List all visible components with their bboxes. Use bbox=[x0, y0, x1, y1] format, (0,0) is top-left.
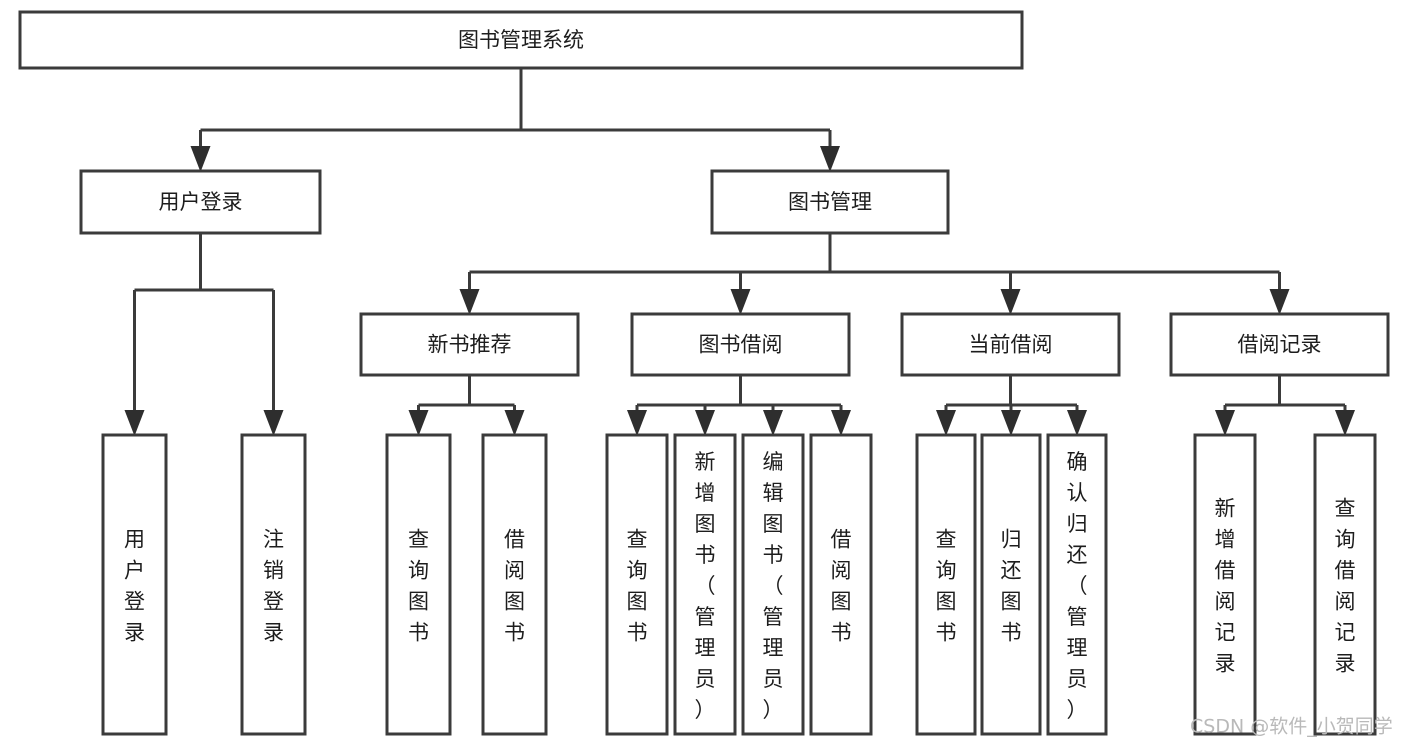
node-leaf-user-logout[interactable]: 注销登录 bbox=[240, 433, 307, 736]
node-box[interactable] bbox=[1169, 312, 1390, 377]
node-box[interactable] bbox=[605, 433, 669, 736]
node-label: 查询图书 bbox=[627, 528, 648, 645]
node-box[interactable] bbox=[18, 10, 1024, 70]
node-label: 当前借阅 bbox=[969, 333, 1053, 357]
node-label: 新书推荐 bbox=[428, 333, 512, 357]
node-label: 图书管理系统 bbox=[458, 28, 584, 52]
node-box[interactable] bbox=[481, 433, 548, 736]
node-label: 确认归还（管理员） bbox=[1067, 450, 1088, 722]
node-label: 归还图书 bbox=[1001, 528, 1022, 645]
node-new-book-rec[interactable]: 新书推荐 bbox=[359, 312, 580, 377]
edge-group bbox=[1215, 375, 1355, 436]
node-leaf-borrow-lend[interactable]: 借阅图书 bbox=[809, 433, 873, 736]
node-book-borrow[interactable]: 图书借阅 bbox=[630, 312, 851, 377]
node-box[interactable] bbox=[809, 433, 873, 736]
node-borrow-record[interactable]: 借阅记录 bbox=[1169, 312, 1390, 377]
node-leaf-cur-return[interactable]: 归还图书 bbox=[980, 433, 1042, 736]
node-book-manage[interactable]: 图书管理 bbox=[710, 169, 950, 235]
edge-group bbox=[936, 375, 1087, 436]
node-label: 借阅图书 bbox=[504, 528, 525, 645]
node-box[interactable] bbox=[385, 433, 452, 736]
node-label: 查询图书 bbox=[408, 528, 429, 645]
connector-layer bbox=[124, 68, 1355, 436]
node-box[interactable] bbox=[79, 169, 322, 235]
node-leaf-rec-query[interactable]: 查询图书 bbox=[385, 433, 452, 736]
node-box[interactable] bbox=[240, 433, 307, 736]
node-current-borrow[interactable]: 当前借阅 bbox=[900, 312, 1121, 377]
node-label: 查询图书 bbox=[936, 528, 957, 645]
node-box[interactable] bbox=[1046, 433, 1108, 736]
csdn-watermark: CSDN @软件_小贺同学 bbox=[1190, 716, 1393, 738]
node-label: 图书借阅 bbox=[699, 333, 783, 357]
node-leaf-rec-add[interactable]: 新增借阅记录 bbox=[1193, 433, 1257, 736]
node-box[interactable] bbox=[1313, 433, 1377, 736]
node-label: 用户登录 bbox=[124, 528, 145, 645]
node-leaf-cur-confirm[interactable]: 确认归还（管理员） bbox=[1046, 433, 1108, 736]
node-label: 注销登录 bbox=[263, 528, 284, 645]
node-box[interactable] bbox=[915, 433, 977, 736]
node-leaf-borrow-query[interactable]: 查询图书 bbox=[605, 433, 669, 736]
node-box[interactable] bbox=[980, 433, 1042, 736]
node-box[interactable] bbox=[741, 433, 805, 736]
node-label: 借阅图书 bbox=[831, 528, 852, 645]
node-label: 查询借阅记录 bbox=[1335, 497, 1356, 676]
edge-group bbox=[627, 375, 851, 436]
node-leaf-borrow-add[interactable]: 新增图书（管理员） bbox=[673, 433, 737, 736]
node-label: 新增借阅记录 bbox=[1215, 497, 1236, 676]
edge-group bbox=[190, 68, 840, 172]
node-label: 图书管理 bbox=[788, 190, 872, 214]
node-box[interactable] bbox=[900, 312, 1121, 377]
edge-group bbox=[408, 375, 525, 436]
node-leaf-rec-search[interactable]: 查询借阅记录 bbox=[1313, 433, 1377, 736]
node-box[interactable] bbox=[1193, 433, 1257, 736]
node-root[interactable]: 图书管理系统 bbox=[18, 10, 1024, 70]
edge-group bbox=[459, 233, 1290, 315]
node-leaf-cur-query[interactable]: 查询图书 bbox=[915, 433, 977, 736]
node-box[interactable] bbox=[673, 433, 737, 736]
node-leaf-borrow-edit[interactable]: 编辑图书（管理员） bbox=[741, 433, 805, 736]
node-box[interactable] bbox=[630, 312, 851, 377]
node-leaf-user-login[interactable]: 用户登录 bbox=[101, 433, 168, 736]
node-box[interactable] bbox=[359, 312, 580, 377]
edge-group bbox=[124, 233, 284, 436]
node-box[interactable] bbox=[710, 169, 950, 235]
node-label: 借阅记录 bbox=[1238, 333, 1322, 357]
node-box[interactable] bbox=[101, 433, 168, 736]
node-layer: 图书管理系统用户登录图书管理新书推荐图书借阅当前借阅借阅记录用户登录注销登录查询… bbox=[18, 10, 1390, 736]
node-label: 编辑图书（管理员） bbox=[763, 450, 784, 722]
node-label: 新增图书（管理员） bbox=[695, 450, 716, 722]
node-leaf-rec-borrow[interactable]: 借阅图书 bbox=[481, 433, 548, 736]
node-label: 用户登录 bbox=[159, 190, 243, 214]
node-user-login[interactable]: 用户登录 bbox=[79, 169, 322, 235]
